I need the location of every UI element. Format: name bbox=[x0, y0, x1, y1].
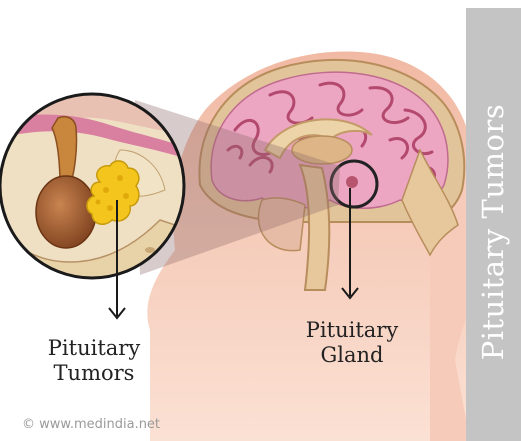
pituitary-tumors-label: Pituitary Tumors bbox=[20, 336, 168, 386]
tumors-label-line1: Pituitary bbox=[20, 336, 168, 361]
side-title: Pituitary Tumors bbox=[476, 104, 510, 361]
pituitary-gland-label: Pituitary Gland bbox=[292, 318, 412, 368]
pituitary-gland-small bbox=[346, 176, 358, 188]
gland-label-line1: Pituitary bbox=[292, 318, 412, 343]
watermark: © www.medindia.net bbox=[22, 417, 160, 432]
gland-label-line2: Gland bbox=[292, 343, 412, 368]
tumors-label-line2: Tumors bbox=[20, 361, 168, 386]
